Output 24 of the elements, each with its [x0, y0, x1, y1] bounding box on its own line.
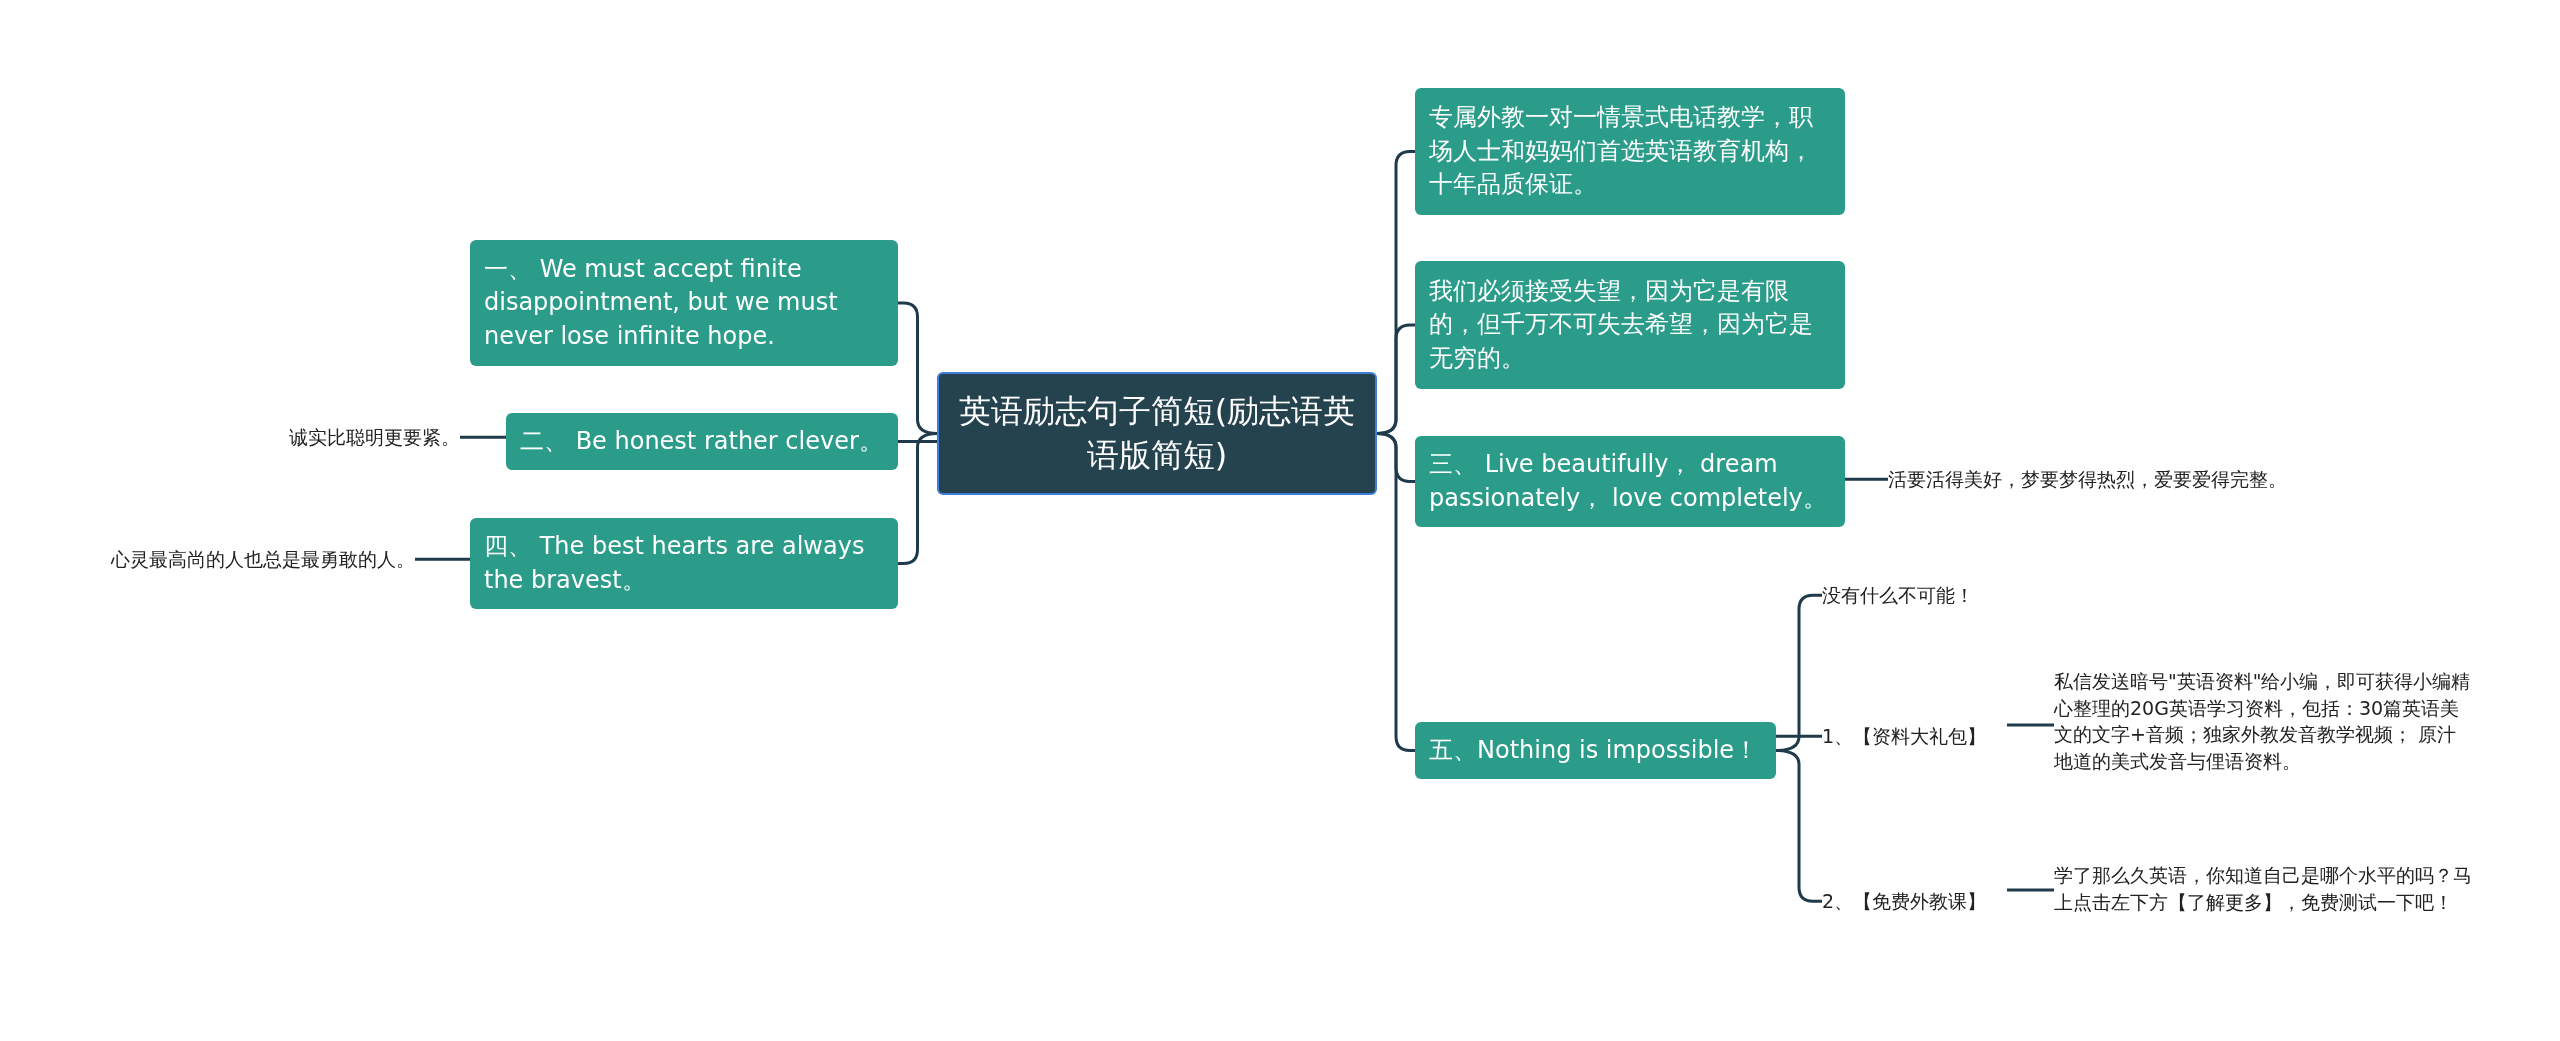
connector-line — [1376, 432, 1415, 752]
connector-line — [898, 440, 937, 443]
connector-line — [460, 435, 506, 439]
connector-line — [415, 557, 470, 561]
note-text: 1、【资料大礼包】 — [1822, 723, 2007, 750]
topic-box: 我们必须接受失望，因为它是有限的，但千万不可失去希望，因为它是无穷的。 — [1415, 261, 1845, 389]
connector-line — [1845, 477, 1888, 481]
note-text: 没有什么不可能！ — [1822, 582, 2022, 609]
connector-line — [2007, 723, 2054, 727]
note-text: 心灵最高尚的人也总是最勇敢的人。 — [70, 546, 415, 573]
note-text: 学了那么久英语，你知道自己是哪个水平的吗？马上点击左下方【了解更多】，免费测试一下吧！ — [2054, 862, 2474, 916]
topic-box: 二、 Be honest rather clever。 — [506, 413, 898, 470]
note-text: 2、【免费外教课】 — [1822, 888, 2007, 915]
topic-box: 四、 The best hearts are always the bravest。 — [470, 518, 898, 609]
connector-line — [1776, 734, 1822, 738]
topic-box: 三、 Live beautifully， dream passionately， love completely。 — [1415, 436, 1845, 527]
topic-box: 五、Nothing is impossible！ — [1415, 722, 1776, 779]
note-text: 活要活得美好，梦要梦得热烈，爱要爱得完整。 — [1888, 466, 2328, 493]
topic-box: 专属外教一对一情景式电话教学，职场人士和妈妈们首选英语教育机构，十年品质保证。 — [1415, 88, 1845, 215]
note-text: 诚实比聪明更要紧。 — [250, 424, 460, 451]
connector-line — [2007, 888, 2054, 892]
note-text: 私信发送暗号"英语资料"给小编，即可获得小编精心整理的20G英语学习资料，包括：30篇英语美文的文字+音频；独家外教发音教学视频； 原汁地道的美式发音与俚语资料。 — [2054, 668, 2474, 775]
topic-box: 一、 We must accept finite disappointment, but we must never lose infinite hope. — [470, 240, 898, 366]
central-topic-box: 英语励志句子简短(励志语英语版简短) — [937, 372, 1377, 495]
